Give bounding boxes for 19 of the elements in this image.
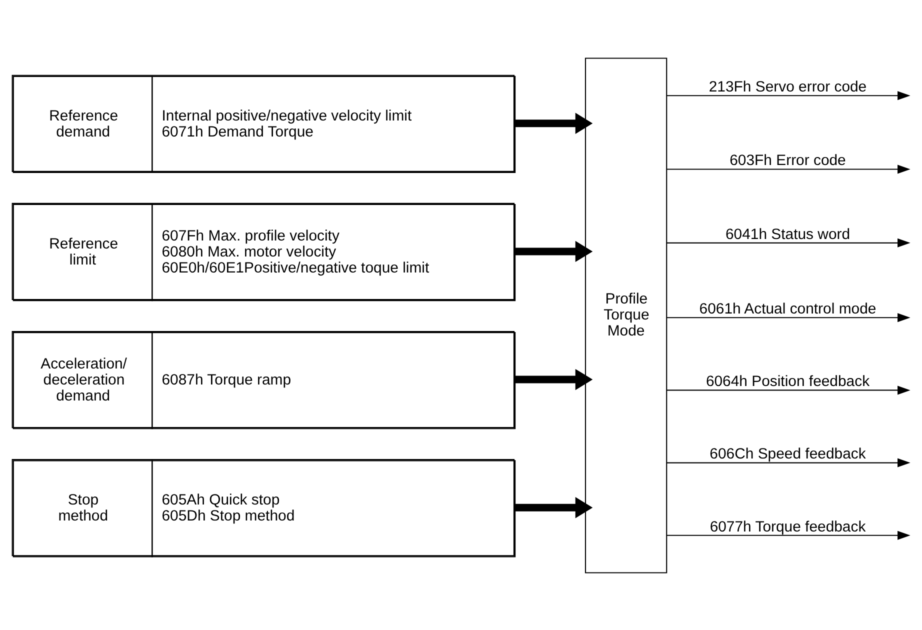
arrow (666, 164, 910, 174)
edge-label: 213Fh Servo error code (708, 78, 867, 96)
edge-label: 6041h Status word (725, 225, 850, 242)
arrow (666, 90, 910, 100)
edge-label: 6064h Position feedback (706, 372, 870, 390)
edge-label: 6061h Actual control mode (699, 300, 876, 318)
arrow (666, 458, 910, 467)
arrow (514, 368, 593, 390)
edge-label: 6077h Torque feedback (710, 518, 866, 535)
edge-label: 606Ch Speed feedback (710, 445, 866, 462)
arrow (514, 240, 593, 262)
arrow (666, 385, 910, 394)
arrow (666, 530, 910, 540)
arrow (514, 112, 593, 134)
arrow (666, 238, 910, 247)
edge-label: 603Fh Error code (730, 152, 846, 169)
arrow (666, 312, 910, 322)
arrow (514, 496, 593, 518)
node-box: Profile Torque Mode (584, 57, 668, 573)
